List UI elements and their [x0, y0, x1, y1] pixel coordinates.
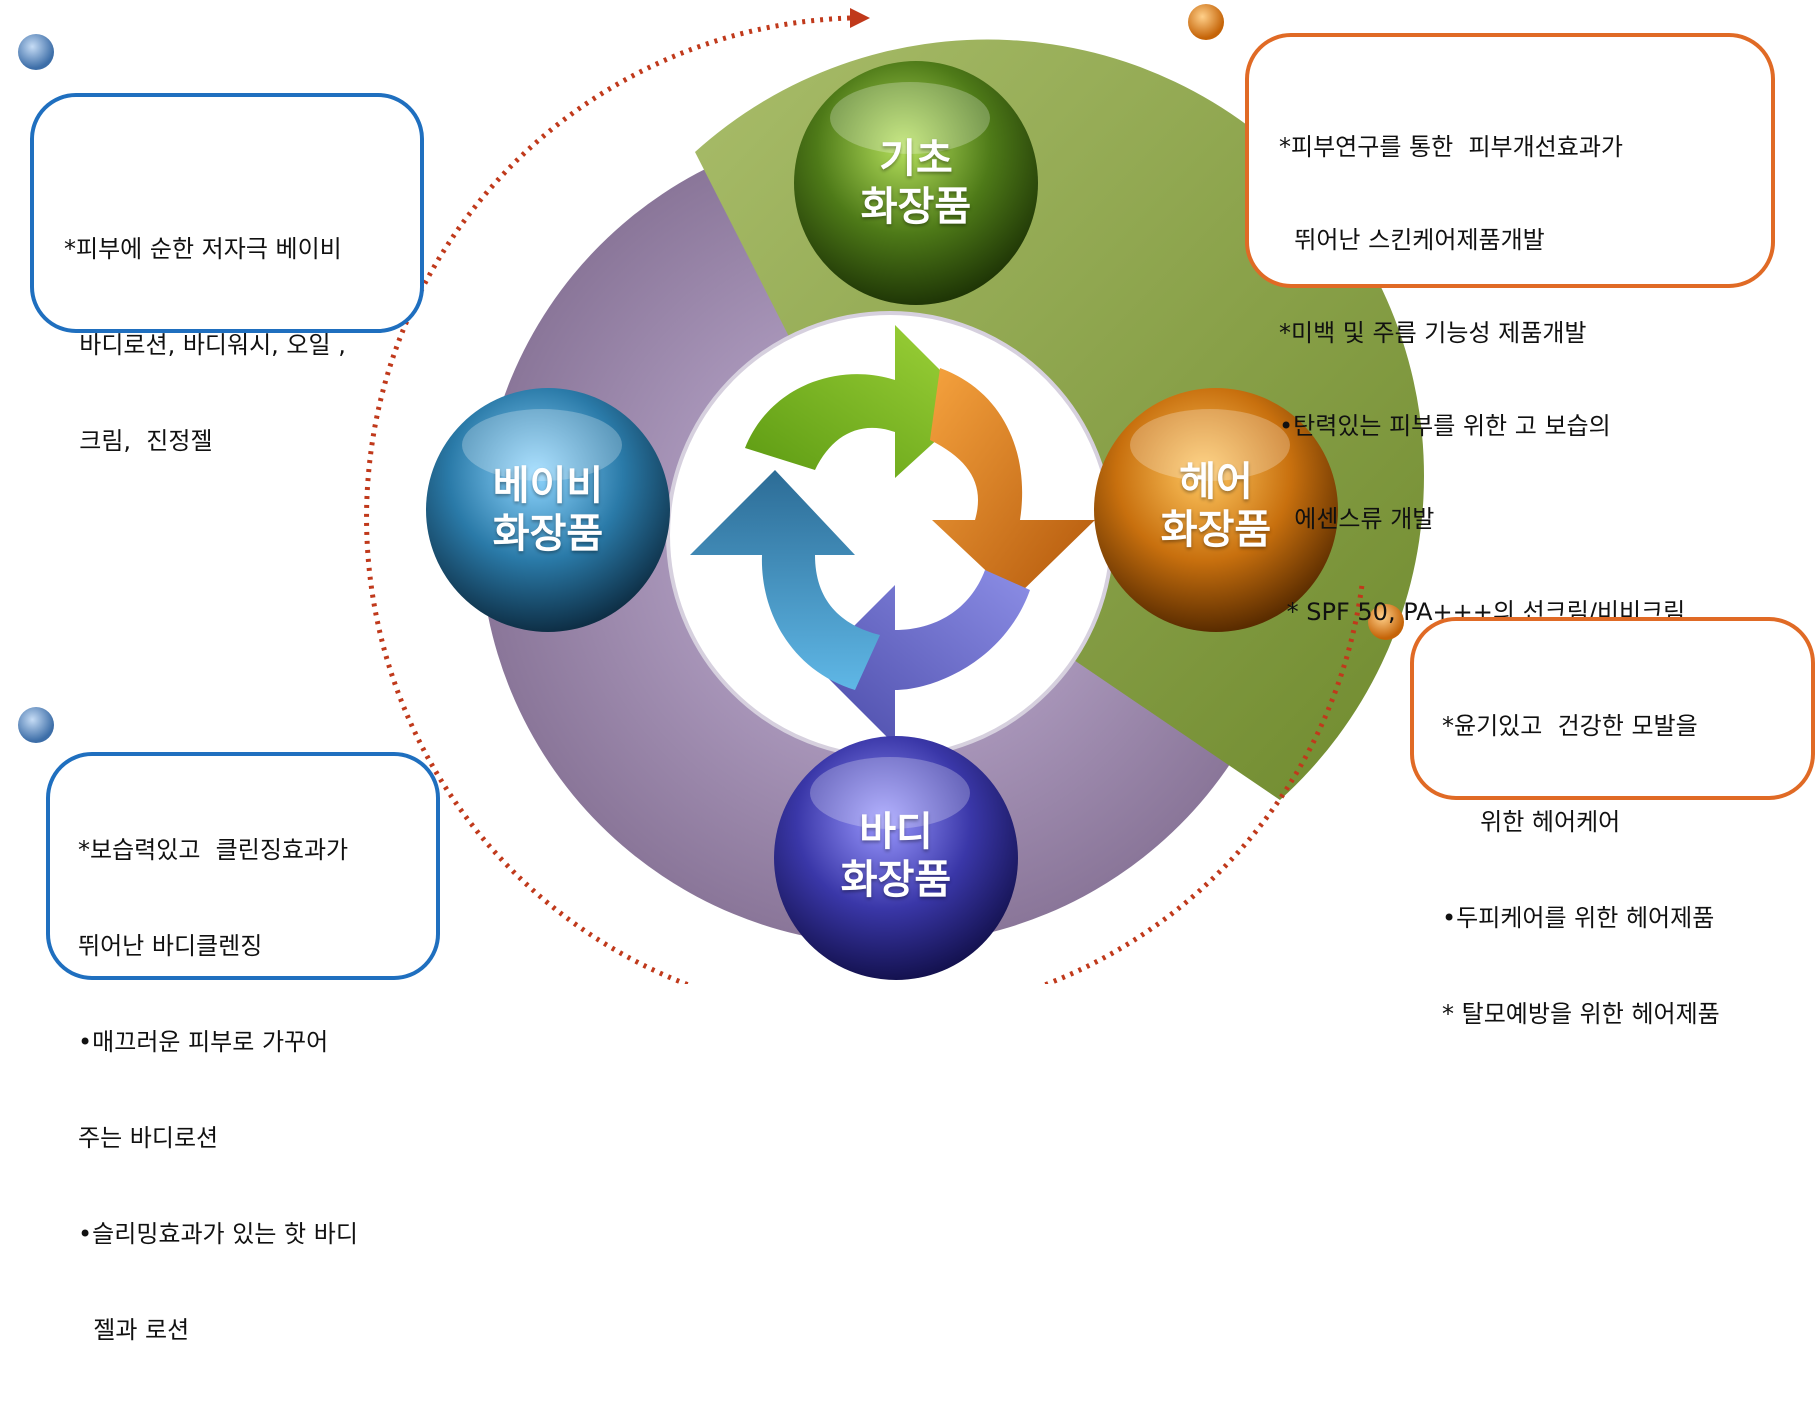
node-label-hair: 헤어 화장품	[1116, 458, 1316, 554]
basic-desc-line: •탄력있는 피부를 위한 고 보습의	[1279, 412, 1611, 440]
orange-bullet-sphere-icon	[1188, 4, 1224, 40]
sphere-basic	[794, 61, 1038, 305]
diagram-canvas	[18, 4, 1424, 984]
cycle-arrow-green	[745, 325, 975, 478]
baby-description-box: *피부에 순한 저자극 베이비 바디로션, 바디워시, 오일 , 크림, 진정젤	[30, 93, 424, 455]
cycle-arrow-blue	[690, 470, 880, 690]
sphere-body	[774, 736, 1018, 980]
hair-description-box: *윤기있고 건강한 모발을 위한 헤어케어 •두피케어를 위한 헤어제품 * 탈…	[1410, 617, 1815, 1028]
basic-desc-line: 뛰어난 스킨케어제품개발	[1279, 226, 1545, 254]
body-description-box: *보습력있고 클린징효과가 뛰어난 바디클렌징 •매끄러운 피부로 가꾸어 주는…	[46, 752, 440, 1344]
basic-desc-line: *피부연구를 통한 피부개선효과가	[1279, 133, 1624, 161]
node-label-baby: 베이비 화장품	[448, 462, 648, 558]
node-hair-line2: 화장품	[1160, 507, 1272, 553]
body-desc-line: 뛰어난 바디클렌징	[78, 932, 263, 960]
node-label-basic: 기초 화장품	[816, 135, 1016, 231]
cycle-arrow-orange	[930, 368, 1095, 598]
body-desc-line: *보습력있고 클린징효과가	[78, 836, 349, 864]
body-desc-line: •매끄러운 피부로 가꾸어	[78, 1028, 329, 1056]
baby-desc-line: 크림, 진정젤	[64, 427, 213, 455]
body-desc-line: •슬리밍효과가 있는 핫 바디	[78, 1220, 358, 1248]
blue-bullet-sphere-icon	[18, 34, 54, 70]
node-baby-line2: 화장품	[492, 511, 604, 557]
sphere-hair	[1094, 388, 1338, 632]
sphere-baby	[426, 388, 670, 632]
basic-description-box: *피부연구를 통한 피부개선효과가 뛰어난 스킨케어제품개발 *미백 및 주름 …	[1245, 33, 1775, 626]
node-label-body: 바디 화장품	[796, 808, 996, 904]
node-body-line1: 바디	[859, 809, 933, 855]
baby-desc-line: 바디로션, 바디워시, 오일 ,	[64, 331, 346, 359]
node-basic-line2: 화장품	[860, 184, 972, 230]
cycle-arrows-icon	[690, 325, 1095, 745]
blue-bullet-sphere-icon	[18, 707, 54, 743]
body-desc-line: 젤과 로션	[78, 1316, 190, 1344]
node-hair-line1: 헤어	[1179, 459, 1253, 505]
cycle-arrow-indigo	[815, 570, 1030, 745]
basic-desc-line: *미백 및 주름 기능성 제품개발	[1279, 319, 1587, 347]
hair-desc-line: •두피케어를 위한 헤어제품	[1442, 904, 1715, 932]
node-body-line2: 화장품	[840, 857, 952, 903]
orange-bullet-sphere-icon	[1368, 604, 1404, 640]
node-basic-line1: 기초	[879, 136, 953, 182]
hair-desc-line: * 탈모예방을 위한 헤어제품	[1442, 1000, 1720, 1028]
dotted-arrow-head	[850, 8, 870, 28]
body-desc-line: 주는 바디로션	[78, 1124, 219, 1152]
basic-desc-line: 에센스류 개발	[1279, 505, 1435, 533]
hair-desc-line: *윤기있고 건강한 모발을	[1442, 712, 1698, 740]
baby-desc-line: *피부에 순한 저자극 베이비	[64, 235, 342, 263]
basic-desc-line: * SPF 50, PA+++의 선크림/비비크림	[1279, 598, 1686, 626]
dotted-cycle-arrow	[364, 15, 1365, 984]
node-baby-line1: 베이비	[492, 463, 604, 509]
hair-desc-line: 위한 헤어케어	[1442, 808, 1621, 836]
